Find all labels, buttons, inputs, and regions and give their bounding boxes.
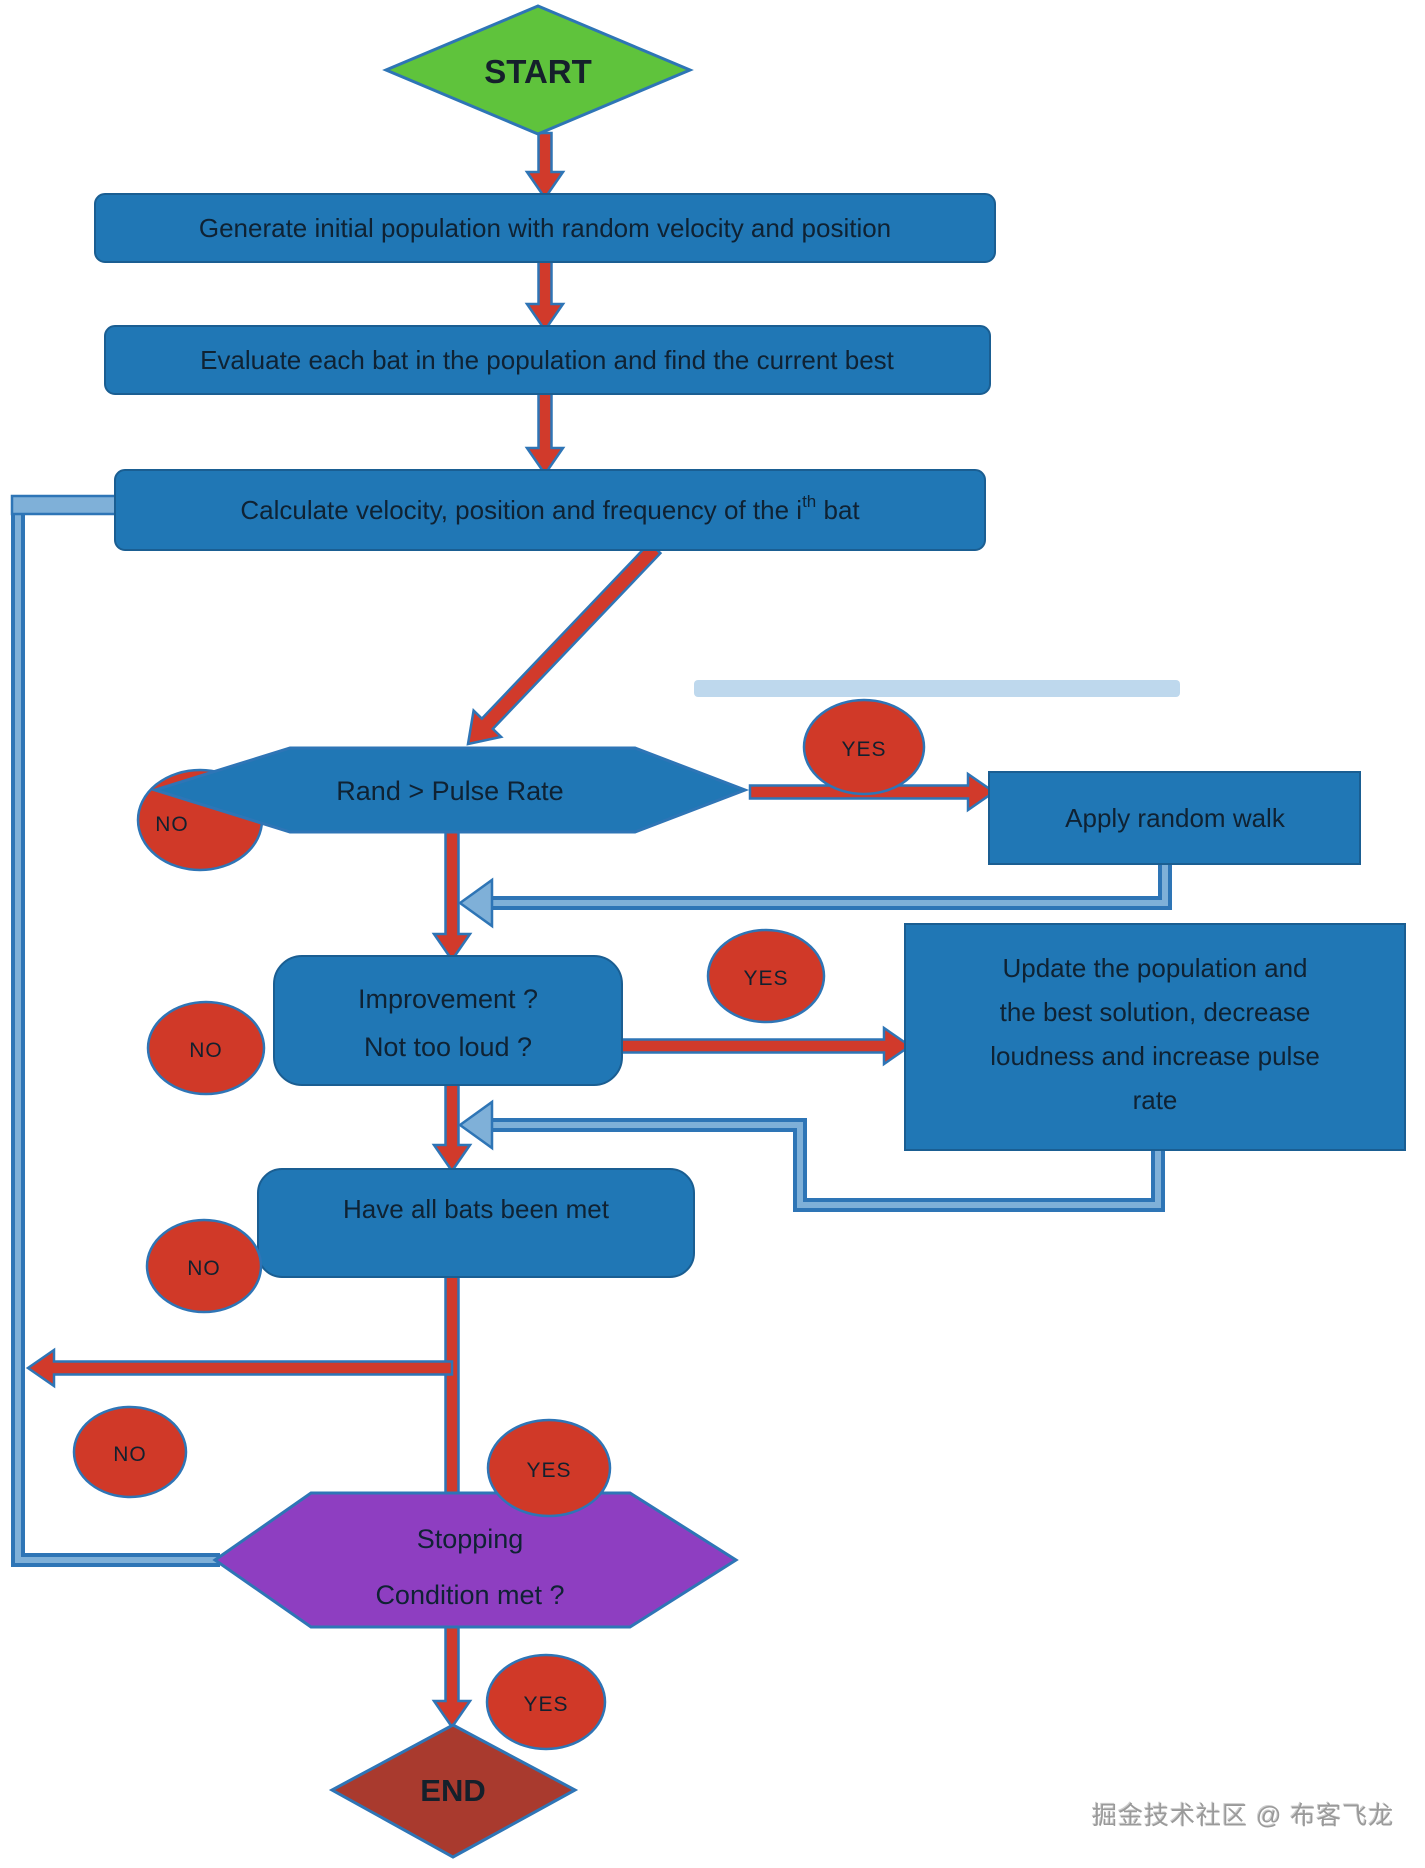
arrow-allbats-no-to-loop bbox=[25, 1347, 454, 1389]
all-bats-node bbox=[257, 1168, 695, 1278]
calculate-node bbox=[114, 469, 986, 551]
allbats-no-label: NO bbox=[187, 1257, 221, 1280]
stopping-label-line2: Condition met ? bbox=[375, 1580, 564, 1610]
end-node bbox=[328, 1723, 579, 1859]
end-label: END bbox=[420, 1773, 485, 1808]
arrow-calculate-to-rand bbox=[466, 541, 663, 746]
start-label: START bbox=[484, 53, 592, 90]
improvement-label-line2: Not too loud ? bbox=[364, 1032, 532, 1062]
stopping-node bbox=[212, 1491, 739, 1629]
applywalk-return-line-core bbox=[488, 858, 1168, 906]
end-yes-badge bbox=[485, 1653, 607, 1751]
faded-line-artifact bbox=[694, 680, 1180, 697]
update-label-line2: the best solution, decrease bbox=[1000, 997, 1311, 1027]
stopping-no-badge bbox=[72, 1405, 188, 1499]
arrow-start-to-generate bbox=[524, 131, 566, 201]
improvement-yes-label: YES bbox=[743, 967, 788, 990]
stopping-yes-label: YES bbox=[526, 1459, 571, 1482]
loop-feedback-line-core bbox=[15, 503, 220, 1563]
rand-yes-badge bbox=[802, 698, 926, 796]
rand-pulse-label: Rand > Pulse Rate bbox=[336, 776, 563, 806]
generate-node bbox=[94, 193, 996, 263]
rand-pulse-node bbox=[149, 746, 750, 834]
calculate-label: Calculate velocity, position and frequen… bbox=[240, 492, 860, 525]
apply-walk-node bbox=[988, 771, 1361, 865]
rand-yes-label: YES bbox=[841, 738, 886, 761]
update-return-line-core bbox=[488, 1122, 1161, 1208]
stopping-no-label: NO bbox=[113, 1443, 147, 1466]
calculate-label-pre: Calculate velocity, position and frequen… bbox=[240, 495, 802, 525]
improvement-node bbox=[273, 955, 623, 1086]
end-yes-label: YES bbox=[523, 1693, 568, 1716]
improvement-label-line1: Improvement ? bbox=[358, 984, 538, 1014]
arrow-rand-no-to-improvement bbox=[431, 826, 473, 963]
update-return-arrowhead bbox=[457, 1099, 494, 1151]
stopping-yes-badge bbox=[486, 1418, 612, 1518]
rand-no-label: NO bbox=[155, 813, 189, 836]
generate-label: Generate initial population with random … bbox=[199, 213, 891, 243]
evaluate-node bbox=[104, 325, 991, 395]
update-label-line1: Update the population and bbox=[1002, 953, 1307, 983]
applywalk-return-arrowhead bbox=[457, 877, 494, 929]
improvement-no-badge bbox=[146, 1000, 266, 1096]
stopping-label-line1: Stopping bbox=[417, 1524, 524, 1554]
watermark-text: 掘金技术社区 @ 布客飞龙 bbox=[1092, 1802, 1395, 1830]
update-label-line3: loudness and increase pulse bbox=[990, 1041, 1320, 1071]
arrow-generate-to-evaluate bbox=[524, 258, 566, 333]
calculate-label-post: bat bbox=[816, 495, 860, 525]
improvement-no-label: NO bbox=[189, 1039, 223, 1062]
start-node bbox=[382, 4, 694, 136]
all-bats-label: Have all bats been met bbox=[343, 1194, 610, 1224]
arrow-stopping-to-end bbox=[431, 1623, 473, 1730]
arrow-evaluate-to-calculate bbox=[524, 390, 566, 477]
calculate-label-sup: th bbox=[802, 492, 816, 511]
apply-walk-label: Apply random walk bbox=[1065, 803, 1286, 833]
allbats-no-badge bbox=[145, 1218, 263, 1314]
update-node bbox=[904, 923, 1406, 1151]
update-label-line4: rate bbox=[1133, 1085, 1178, 1115]
arrow-improvement-to-allbats bbox=[431, 1081, 473, 1174]
evaluate-label: Evaluate each bat in the population and … bbox=[200, 345, 895, 375]
improvement-yes-badge bbox=[706, 928, 826, 1024]
